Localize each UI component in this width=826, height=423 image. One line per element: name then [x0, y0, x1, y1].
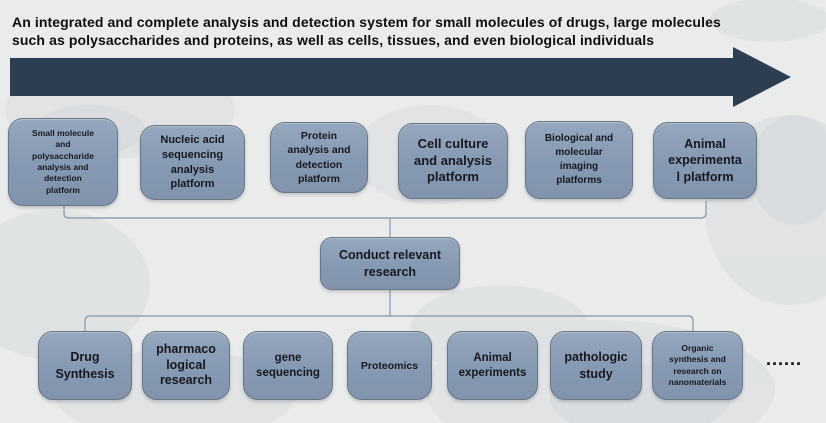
research-box-gene-sequencing: gene sequencing	[243, 331, 333, 400]
platform-box-protein: Protein analysis and detection platform	[270, 122, 368, 193]
ellipsis-more: ......	[766, 349, 803, 369]
research-box-drug-synthesis: Drug Synthesis	[38, 331, 132, 400]
slide-title: An integrated and complete analysis and …	[12, 14, 721, 48]
platform-box-cell-culture: Cell culture and analysis platform	[398, 123, 508, 199]
platform-box-small-molecule: Small molecule and polysaccharide analys…	[8, 118, 118, 206]
research-box-pharmacological: pharmaco logical research	[142, 331, 230, 400]
platform-box-bio-imaging: Biological and molecular imaging platfor…	[525, 121, 633, 199]
research-box-proteomics: Proteomics	[347, 331, 432, 400]
research-box-pathologic-study: pathologic study	[550, 331, 642, 400]
platform-box-animal-experimental: Animal experimenta l platform	[653, 122, 757, 199]
platform-box-nucleic-acid: Nucleic acid sequencing analysis platfor…	[140, 125, 245, 200]
research-box-animal-experiments: Animal experiments	[447, 331, 538, 400]
research-box-organic-nanomaterials: Organic synthesis and research on nanoma…	[652, 331, 743, 400]
hub-box-conduct-research: Conduct relevant research	[320, 237, 460, 290]
